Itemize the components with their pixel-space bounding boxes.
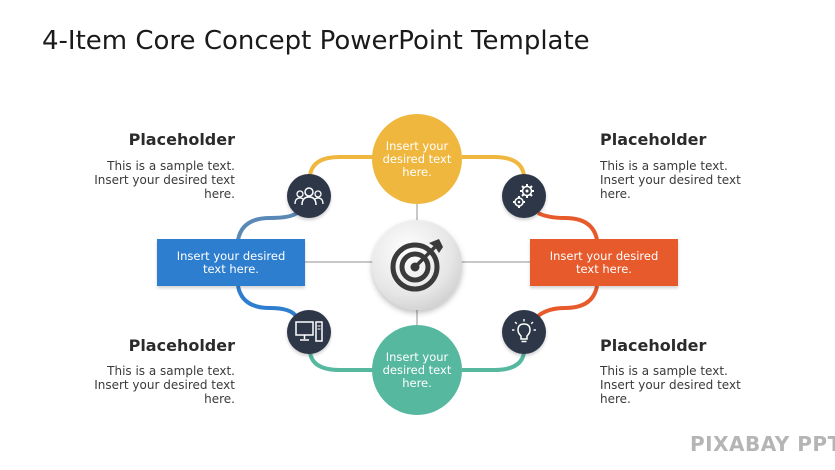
placeholder-bottom-right-text: This is a sample text. Insert your desir… xyxy=(600,364,741,406)
icon-node-bottom-right xyxy=(502,310,546,354)
slide-title: 4-Item Core Concept PowerPoint Template xyxy=(42,26,590,56)
placeholder-top-left-title: Placeholder xyxy=(128,130,235,149)
people-group-icon xyxy=(294,187,324,206)
placeholder-top-left-text: This is a sample text. Insert your desir… xyxy=(94,159,235,201)
icon-node-top-left xyxy=(287,174,331,218)
target-arrow-icon xyxy=(390,239,443,292)
gears-icon xyxy=(513,184,534,208)
icon-node-bottom-left xyxy=(287,310,331,354)
placeholder-top-right-title: Placeholder xyxy=(600,130,707,149)
node-bottom: Insert your desired text here. xyxy=(372,325,462,415)
placeholder-top-right-text: This is a sample text. Insert your desir… xyxy=(600,159,741,201)
placeholder-bottom-left-text: This is a sample text. Insert your desir… xyxy=(94,364,235,406)
node-top: Insert your desired text here. xyxy=(372,114,462,204)
node-left-text: Insert your desired text here. xyxy=(176,248,286,276)
node-top-text: Insert your desired text here. xyxy=(382,138,452,179)
node-right-text: Insert your desired text here. xyxy=(549,248,659,276)
lightbulb-icon xyxy=(512,319,536,343)
computer-icon xyxy=(295,321,323,342)
watermark-logo: PIXABAY PPT xyxy=(690,432,835,456)
node-bottom-text: Insert your desired text here. xyxy=(382,349,452,390)
center-hub xyxy=(372,220,462,310)
node-left: Insert your desired text here. xyxy=(157,239,305,286)
placeholder-bottom-right-title: Placeholder xyxy=(600,336,707,355)
placeholder-bottom-left-title: Placeholder xyxy=(128,336,235,355)
node-right: Insert your desired text here. xyxy=(530,239,678,286)
icon-node-top-right xyxy=(502,174,546,218)
